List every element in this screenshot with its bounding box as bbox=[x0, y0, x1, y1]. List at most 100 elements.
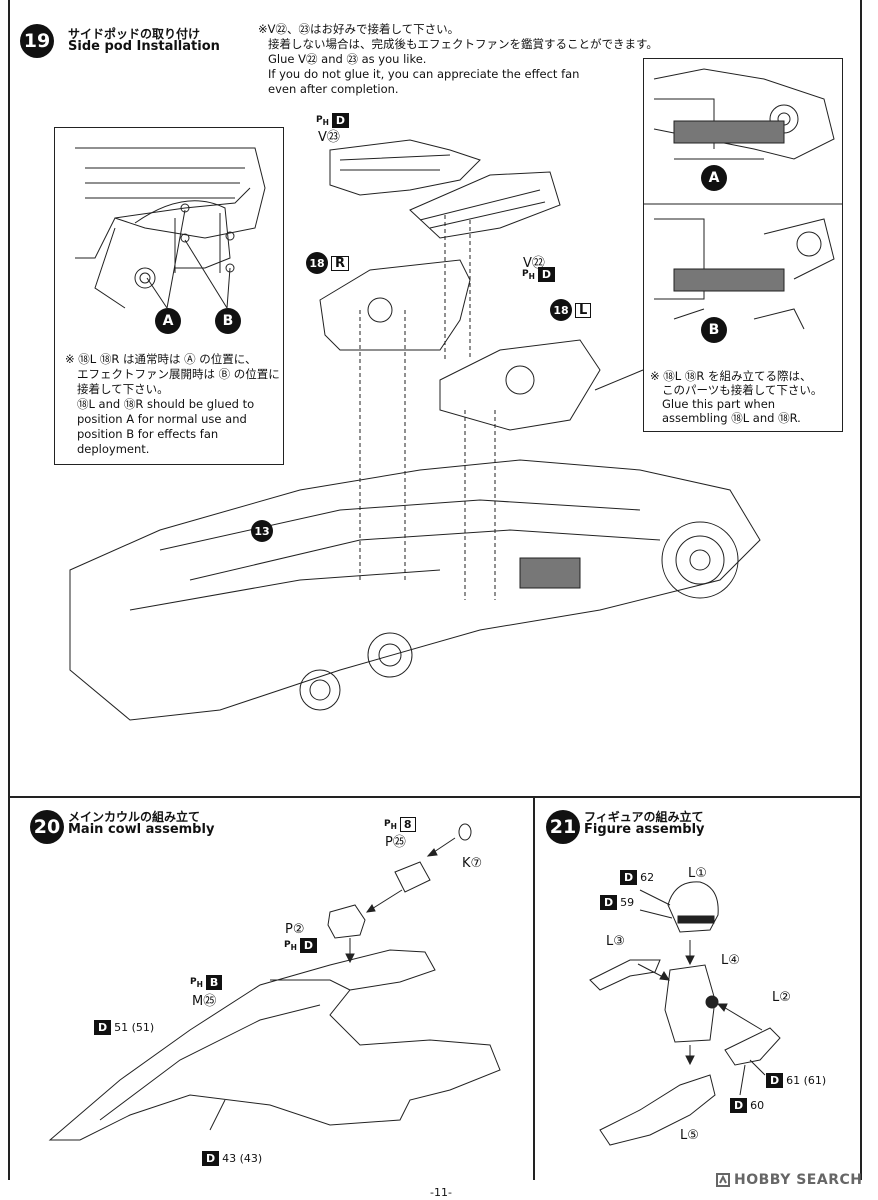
part-18-circle: 18 bbox=[550, 299, 572, 321]
part-18l-tag: 18 L bbox=[550, 299, 592, 321]
visor bbox=[677, 915, 715, 924]
callout-line: このパーツも接着して下さい。 bbox=[662, 383, 823, 397]
watermark-text: HOBBY SEARCH bbox=[734, 1172, 863, 1188]
l-box: L bbox=[575, 302, 592, 318]
d51-label: 51 (51) bbox=[114, 1021, 155, 1034]
v23-ph-tag: PH D bbox=[316, 113, 350, 128]
right-callout-text: ※ ⑱L ⑱R を組み立てる際は、 このパーツも接着して下さい。 Glue th… bbox=[650, 369, 822, 425]
highlighted-part bbox=[519, 557, 581, 589]
hobby-search-logo-icon bbox=[716, 1173, 730, 1187]
right-callout-box: A B ※ ⑱L ⑱R を組み立てる際は、 このパーツも接着して下さい。 Glu… bbox=[643, 58, 843, 432]
d43-tag: D 43 (43) bbox=[202, 1151, 262, 1166]
ph-prefix: PH bbox=[316, 114, 329, 127]
d43-box: D bbox=[202, 1151, 220, 1166]
step-19-title-jp: サイドポッドの取り付け bbox=[68, 27, 201, 41]
l1-label: L① bbox=[688, 866, 707, 881]
step-19-title-en: Side pod Installation bbox=[68, 39, 220, 54]
v22-ph-tag: PH D bbox=[522, 267, 556, 282]
p25-ph-tag: PH 8 bbox=[384, 817, 416, 832]
d43-label: 43 (43) bbox=[222, 1152, 263, 1165]
v22-box: D bbox=[537, 267, 556, 282]
d60-box: D bbox=[730, 1098, 748, 1113]
p25-box: 8 bbox=[399, 817, 416, 832]
part-18-circle: 18 bbox=[306, 252, 328, 274]
frame-top-left-tick bbox=[8, 0, 10, 796]
step-20-title-jp: メインカウルの組み立て bbox=[68, 810, 201, 824]
divider-vertical bbox=[533, 796, 535, 1180]
step-20-title-en: Main cowl assembly bbox=[68, 822, 215, 837]
frame-right-lower bbox=[860, 796, 862, 1180]
callout-line: エフェクトファン展開時は Ⓑ の位置に bbox=[77, 367, 280, 381]
d60-tag: D 60 bbox=[730, 1098, 764, 1113]
step-20-number: 20 bbox=[30, 810, 64, 844]
glue-part-a bbox=[673, 120, 785, 144]
frame-right-border bbox=[860, 0, 862, 796]
frame-left-lower bbox=[8, 796, 10, 1180]
d59-label: 59 bbox=[620, 896, 635, 909]
ph-prefix: PH bbox=[384, 818, 397, 831]
p25-label: P㉕ bbox=[385, 835, 406, 850]
step-21-title-jp: フィギュアの組み立て bbox=[584, 810, 704, 824]
k7-label: K⑦ bbox=[462, 856, 483, 871]
m25-label: M㉕ bbox=[192, 994, 217, 1009]
step-20-drawing bbox=[48, 823, 501, 1141]
d59-tag: D 59 bbox=[600, 895, 634, 910]
l3-label: L③ bbox=[606, 934, 625, 949]
p2-label: P② bbox=[285, 922, 305, 937]
p2-ph-tag: PH D bbox=[284, 938, 318, 953]
left-callout-text: ※ ⑱L ⑱R は通常時は Ⓐ の位置に、 エフェクトファン展開時は Ⓑ の位置… bbox=[65, 352, 280, 457]
v23-box: D bbox=[331, 113, 350, 128]
d62-tag: D 62 bbox=[620, 870, 654, 885]
d61-box: D bbox=[766, 1073, 784, 1088]
position-b-marker: B bbox=[215, 308, 241, 334]
m25-box: B bbox=[205, 975, 223, 990]
ph-prefix: PH bbox=[522, 268, 535, 281]
callout-line: deployment. bbox=[77, 442, 150, 456]
note-line: even after completion. bbox=[268, 82, 399, 96]
note-line: If you do not glue it, you can appreciat… bbox=[268, 67, 580, 81]
note-line: ※V㉒、㉓はお好みで接着して下さい。 bbox=[258, 22, 460, 36]
callout-line: assembling ⑱L and ⑱R. bbox=[662, 411, 801, 425]
d61-tag: D 61 (61) bbox=[766, 1073, 826, 1088]
position-b-marker-right: B bbox=[701, 317, 727, 343]
d62-label: 62 bbox=[640, 871, 655, 884]
d62-box: D bbox=[620, 870, 638, 885]
r-box: R bbox=[331, 255, 350, 271]
watermark: HOBBY SEARCH bbox=[716, 1172, 862, 1188]
left-callout-box: A B ※ ⑱L ⑱R は通常時は Ⓐ の位置に、 エフェクトファン展開時は Ⓑ… bbox=[54, 127, 284, 465]
step-19-main-drawing bbox=[69, 139, 761, 721]
callout-line: ⑱L and ⑱R should be glued to bbox=[77, 397, 255, 411]
callout-line: ※ ⑱L ⑱R を組み立てる際は、 bbox=[650, 369, 812, 383]
page-number: -11- bbox=[430, 1186, 452, 1199]
position-a-marker-right: A bbox=[701, 165, 727, 191]
step-19-note: ※V㉒、㉓はお好みで接着して下さい。 接着しない場合は、完成後もエフェクトファン… bbox=[258, 22, 658, 97]
d51-box: D bbox=[94, 1020, 112, 1035]
note-line: Glue V㉒ and ㉓ as you like. bbox=[268, 52, 427, 66]
callout-line: 接着して下さい。 bbox=[77, 382, 169, 396]
d61-label: 61 (61) bbox=[786, 1074, 827, 1087]
position-a-marker: A bbox=[155, 308, 181, 334]
part-18r-tag: 18 R bbox=[306, 252, 350, 274]
d59-box: D bbox=[600, 895, 618, 910]
step-19-number: 19 bbox=[20, 24, 54, 58]
v23-label: V㉓ bbox=[318, 130, 340, 145]
callout-line: position A for normal use and bbox=[77, 412, 247, 426]
divider-horizontal bbox=[8, 796, 862, 798]
ph-prefix: PH bbox=[190, 976, 203, 989]
step-21-drawing bbox=[589, 881, 781, 1146]
step-21-title-en: Figure assembly bbox=[584, 822, 705, 837]
callout-line: ※ ⑱L ⑱R は通常時は Ⓐ の位置に、 bbox=[65, 352, 257, 366]
d60-label: 60 bbox=[750, 1099, 765, 1112]
note-line: 接着しない場合は、完成後もエフェクトファンを鑑賞することができます。 bbox=[268, 37, 658, 51]
ref-13-marker: 13 bbox=[251, 520, 273, 542]
l5-label: L⑤ bbox=[680, 1128, 699, 1143]
right-callout-drawing bbox=[644, 68, 842, 330]
step-21-number: 21 bbox=[546, 810, 580, 844]
p2-box: D bbox=[299, 938, 318, 953]
d51-tag: D 51 (51) bbox=[94, 1020, 154, 1035]
left-callout-drawing bbox=[75, 147, 266, 309]
l4-label: L④ bbox=[721, 953, 740, 968]
callout-line: Glue this part when bbox=[662, 397, 776, 411]
ph-prefix: PH bbox=[284, 939, 297, 952]
l2-label: L② bbox=[772, 990, 791, 1005]
